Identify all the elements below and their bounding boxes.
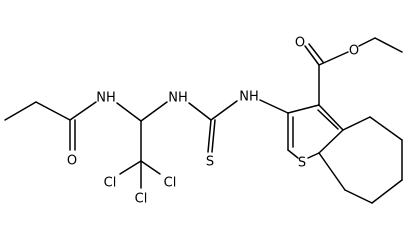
- atom-label-cl: Cl: [135, 192, 148, 207]
- atom-label-o: O: [349, 44, 359, 59]
- atom-label-s: S: [298, 156, 306, 171]
- atom-label-cl: Cl: [104, 176, 117, 191]
- atom-label-o: O: [67, 154, 77, 169]
- bond: [211, 119, 216, 153]
- bond: [307, 152, 320, 159]
- bond: [35, 101, 71, 121]
- bond: [317, 109, 339, 130]
- atom-labels: O O NH S S NH NH O Cl Cl Cl: [67, 36, 359, 207]
- bond: [69, 101, 97, 121]
- bond: [344, 189, 373, 204]
- bond: [318, 152, 346, 191]
- bond: [210, 100, 238, 121]
- bond: [318, 129, 344, 154]
- bond: [374, 37, 403, 53]
- bond: [207, 119, 212, 153]
- atom-label-cl: Cl: [164, 176, 177, 191]
- bond: [318, 104, 344, 131]
- bond: [318, 51, 349, 66]
- bond: [140, 160, 161, 175]
- bond: [116, 102, 142, 122]
- bond: [188, 102, 212, 121]
- bond: [4, 101, 37, 121]
- bond: [358, 37, 376, 47]
- structure-canvas: O O NH S S NH NH O Cl Cl Cl: [4, 36, 403, 207]
- bond: [140, 101, 168, 122]
- bond: [342, 116, 371, 131]
- atom-label-nh: NH: [168, 91, 188, 106]
- molecule-structure: O O NH S S NH NH O Cl Cl Cl: [4, 36, 403, 207]
- atom-label-nh: NH: [96, 91, 116, 106]
- atom-label-nh: NH: [239, 90, 259, 105]
- bond: [287, 149, 299, 159]
- bond: [304, 45, 320, 66]
- bond: [308, 43, 324, 63]
- atom-label-o: O: [295, 36, 305, 51]
- bond: [259, 99, 289, 114]
- bonds: [4, 37, 403, 204]
- bond: [371, 179, 403, 204]
- bond: [369, 116, 403, 141]
- bond: [119, 160, 142, 175]
- atom-label-s: S: [206, 155, 214, 170]
- bond: [287, 104, 320, 114]
